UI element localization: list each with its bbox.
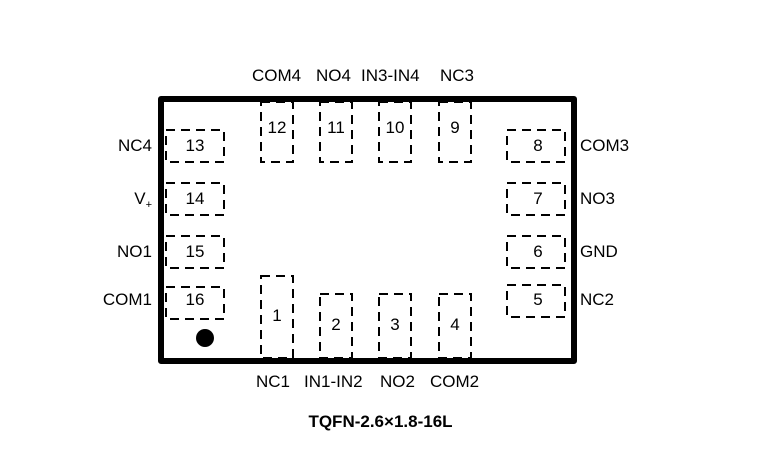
pin-label-8: COM3 xyxy=(580,136,630,155)
pad-number-4: 4 xyxy=(450,315,460,334)
pad-number-3: 3 xyxy=(390,315,400,334)
pad-11-outline xyxy=(319,101,353,163)
pad-9-outline xyxy=(438,101,472,163)
pad-number-13: 13 xyxy=(185,136,205,155)
pad-number-8: 8 xyxy=(533,136,543,155)
pin-label-1: NC1 xyxy=(256,372,291,391)
package-title: TQFN-2.6×1.8-16L xyxy=(308,412,453,431)
pad-2-outline xyxy=(319,293,353,359)
pad-3-outline xyxy=(378,293,412,359)
pin-label-2: IN1-IN2 xyxy=(304,372,363,391)
pin-label-9: NC3 xyxy=(440,66,475,85)
pin-label-12: COM4 xyxy=(252,66,302,85)
pin-label-16: COM1 xyxy=(102,290,152,309)
pin1-marker-dot xyxy=(196,329,214,347)
pin-label-6: GND xyxy=(580,242,618,261)
pad-number-5: 5 xyxy=(533,290,543,309)
pad-number-10: 10 xyxy=(385,118,405,137)
pin-label-13: NC4 xyxy=(117,136,152,155)
package-outline xyxy=(158,96,577,364)
pad-1-outline xyxy=(260,275,294,359)
pin-label-14: V+ xyxy=(134,189,152,211)
pin-label-11: NO4 xyxy=(316,66,351,85)
pin-label-15: NO1 xyxy=(117,242,152,261)
pad-number-12: 12 xyxy=(267,118,287,137)
pin-label-10: IN3-IN4 xyxy=(361,66,420,85)
pad-10-outline xyxy=(378,101,412,163)
pad-number-11: 11 xyxy=(327,118,345,137)
pad-number-7: 7 xyxy=(533,189,543,208)
pad-number-16: 16 xyxy=(185,290,205,309)
pin-label-3: NO2 xyxy=(380,372,415,391)
pad-number-2: 2 xyxy=(331,315,341,334)
pad-number-9: 9 xyxy=(450,118,460,137)
pad-12-outline xyxy=(260,101,294,163)
pad-number-15: 15 xyxy=(185,242,205,261)
pin-label-4: COM2 xyxy=(430,372,480,391)
pad-number-6: 6 xyxy=(533,242,543,261)
pad-number-1: 1 xyxy=(272,306,282,325)
pad-4-outline xyxy=(438,293,472,359)
pin-label-7: NO3 xyxy=(580,189,615,208)
pin-label-5: NC2 xyxy=(580,290,615,309)
pad-number-14: 14 xyxy=(185,189,205,208)
